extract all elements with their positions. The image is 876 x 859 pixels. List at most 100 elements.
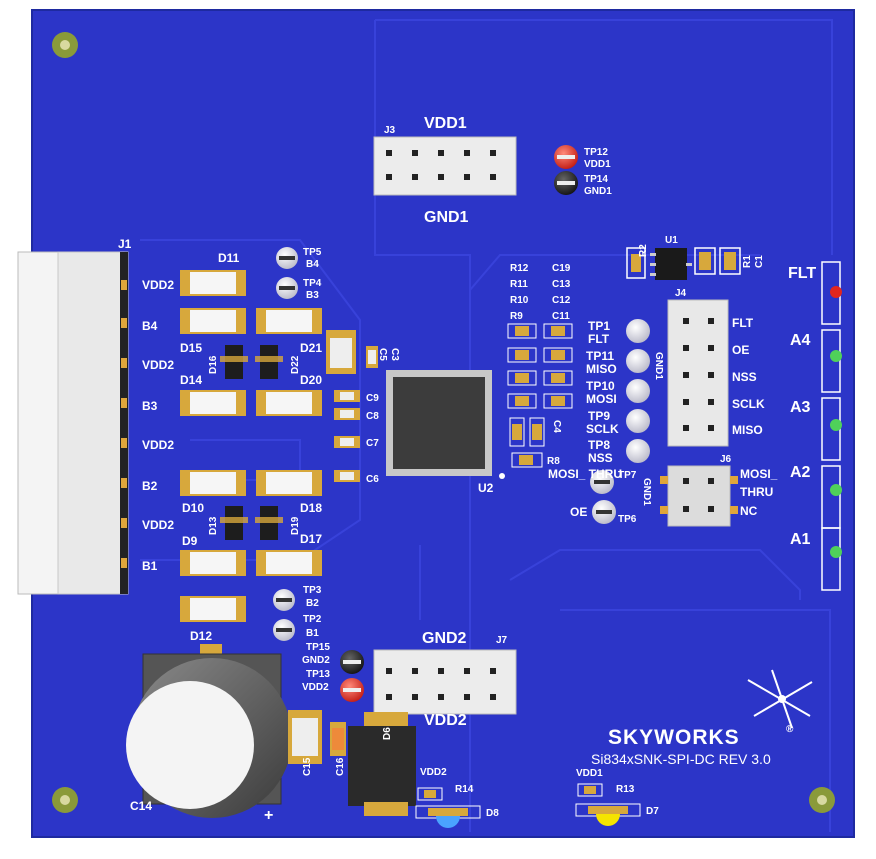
svg-text:B4: B4	[142, 319, 158, 333]
c15-c16-d6-labels: C15 C16 D6	[302, 727, 393, 776]
svg-text:D17: D17	[300, 532, 322, 546]
led-d7	[575, 783, 641, 826]
rc-stack	[507, 323, 573, 468]
svg-text:VDD2: VDD2	[420, 767, 447, 778]
svg-text:R9: R9	[510, 311, 523, 322]
testpoints-b[interactable]	[273, 247, 298, 641]
skyworks-logo-icon	[747, 669, 813, 729]
u2-label: U2	[478, 481, 494, 495]
svg-text:D13: D13	[208, 516, 219, 535]
svg-text:C19: C19	[552, 263, 571, 274]
brand-mark: ®	[786, 724, 794, 735]
led-labels: FLT A4 A3 A2 A1	[788, 265, 816, 548]
svg-text:NC: NC	[740, 504, 758, 518]
svg-text:C16: C16	[335, 757, 346, 776]
svg-text:C3: C3	[389, 348, 400, 361]
svg-text:D20: D20	[300, 373, 322, 387]
svg-text:J4: J4	[675, 288, 687, 299]
diodes-right-labels: D21 D20 D18 D17	[300, 341, 322, 546]
testpoints-vdd1-gnd1-labels: TP12 VDD1 TP14 GND1	[584, 147, 612, 197]
j4-labels: J4 GND1 FLT OE NSS SCLK MISO	[653, 288, 765, 437]
terminal-block-j1[interactable]	[17, 251, 129, 595]
svg-text:B2: B2	[142, 479, 158, 493]
svg-text:NSS: NSS	[732, 370, 757, 384]
j7-top-label: GND2	[422, 630, 467, 647]
svg-text:VDD2: VDD2	[142, 278, 174, 292]
svg-text:C13: C13	[552, 279, 571, 290]
svg-text:A3: A3	[790, 399, 811, 416]
svg-text:VDD2: VDD2	[142, 438, 174, 452]
mid-capacitors	[326, 330, 378, 482]
svg-text:C15: C15	[302, 757, 313, 776]
svg-text:A2: A2	[790, 464, 811, 481]
svg-text:D19: D19	[290, 516, 301, 535]
svg-text:R13: R13	[616, 784, 635, 795]
svg-text:THRU: THRU	[740, 485, 773, 499]
header-j4[interactable]	[667, 299, 729, 447]
u1-labels: U1 R2 R1 C1	[638, 235, 765, 268]
testpoints-gnd2-vdd2[interactable]	[340, 650, 364, 702]
svg-text:MISO: MISO	[586, 362, 617, 376]
led-d8	[415, 787, 481, 828]
ic-u2	[386, 370, 505, 479]
testpoints-vdd1-gnd1[interactable]	[554, 145, 578, 195]
svg-text:B3: B3	[142, 399, 158, 413]
svg-text:TP10: TP10	[586, 379, 615, 393]
svg-text:FLT: FLT	[788, 265, 816, 282]
header-j6[interactable]	[660, 465, 738, 527]
header-j7[interactable]	[373, 649, 517, 715]
svg-text:TP15: TP15	[306, 642, 330, 653]
svg-text:D10: D10	[182, 501, 204, 515]
svg-text:D21: D21	[300, 341, 322, 355]
svg-text:MOSI_: MOSI_	[740, 467, 778, 481]
c14-label: C14	[130, 799, 152, 813]
svg-text:VDD2: VDD2	[142, 358, 174, 372]
svg-text:OE: OE	[732, 343, 749, 357]
svg-text:R8: R8	[547, 456, 560, 467]
svg-text:FLT: FLT	[732, 316, 754, 330]
svg-text:C9: C9	[366, 393, 379, 404]
svg-text:D9: D9	[182, 534, 198, 548]
svg-text:SCLK: SCLK	[732, 397, 765, 411]
svg-text:B4: B4	[306, 259, 319, 270]
svg-text:SCLK: SCLK	[586, 422, 619, 436]
svg-text:VDD1: VDD1	[584, 159, 611, 170]
j3-ref: J3	[384, 125, 396, 136]
j3-bottom-label: GND1	[424, 209, 469, 226]
header-j3[interactable]	[373, 136, 517, 196]
svg-text:B2: B2	[306, 598, 319, 609]
svg-text:TP4: TP4	[303, 278, 322, 289]
diodes-left-labels: D11 D15 D14 D10 D9 D12	[180, 251, 240, 643]
svg-text:J6: J6	[720, 454, 732, 465]
svg-text:R10: R10	[510, 295, 529, 306]
svg-text:C7: C7	[366, 438, 379, 449]
svg-text:NSS: NSS	[588, 451, 613, 465]
svg-text:TP14: TP14	[584, 174, 608, 185]
testpoints-b-labels: TP5 B4 TP4 B3 TP3 B2 TP2 B1	[303, 247, 322, 639]
testpoints-tp7-tp6[interactable]	[590, 470, 616, 524]
led-d7-labels: VDD1 R13 D7	[576, 768, 659, 817]
svg-text:D12: D12	[190, 629, 212, 643]
testpoints-spi-labels: TP1 FLT TP11 MISO TP10 MOSI TP9 SCLK TP8…	[586, 319, 619, 465]
svg-text:D14: D14	[180, 373, 202, 387]
svg-text:C1: C1	[754, 255, 765, 268]
svg-text:TP12: TP12	[584, 147, 608, 158]
diodes-left-column	[180, 270, 246, 622]
c14-plus: +	[264, 807, 273, 824]
svg-text:A1: A1	[790, 531, 811, 548]
svg-text:B1: B1	[142, 559, 158, 573]
svg-text:R12: R12	[510, 263, 529, 274]
svg-text:OE: OE	[570, 505, 587, 519]
svg-text:C4: C4	[551, 420, 562, 433]
j7-ref: J7	[496, 635, 508, 646]
c15-c16-d6	[288, 710, 416, 816]
led-column	[821, 261, 842, 591]
svg-text:B1: B1	[306, 628, 319, 639]
mid-capacitor-labels: C3 C5 C9 C8 C7 C6	[366, 348, 400, 485]
brand-name: SKYWORKS	[608, 726, 740, 749]
svg-text:MISO: MISO	[732, 423, 763, 437]
testpoints-spi[interactable]	[626, 319, 650, 463]
svg-text:C11: C11	[552, 311, 570, 322]
svg-text:MOSI_ THRU: MOSI_ THRU	[548, 467, 622, 481]
